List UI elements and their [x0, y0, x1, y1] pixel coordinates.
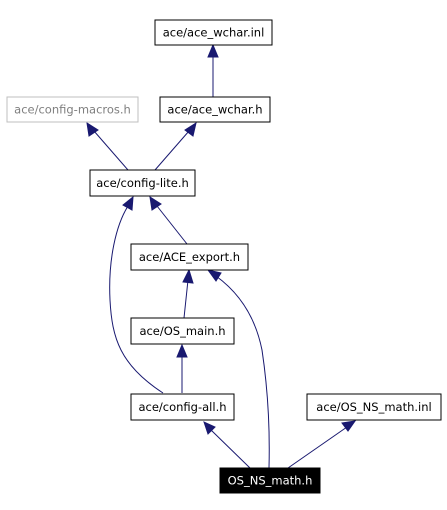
edge-wchar-h-to-wchar-inl: [207, 43, 219, 97]
node-config-macros[interactable]: ace/config-macros.h: [6, 96, 139, 123]
edge-export-to-config-lite: [149, 195, 188, 245]
node-os-main[interactable]: ace/OS_main.h: [130, 317, 235, 345]
node-config-macros-label: ace/config-macros.h: [14, 103, 131, 117]
node-os-ns-math-h-label: OS_NS_math.h: [228, 474, 313, 488]
edge-math-h-to-math-inl: [287, 420, 357, 469]
node-ace-wchar-inl[interactable]: ace/ace_wchar.inl: [154, 19, 273, 46]
node-config-all[interactable]: ace/config-all.h: [130, 393, 235, 421]
edge-config-all-to-os-main: [176, 343, 188, 393]
node-ace-export-label: ace/ACE_export.h: [139, 250, 240, 264]
graph-edges: [86, 43, 357, 469]
node-ace-wchar-h-label: ace/ace_wchar.h: [167, 103, 262, 117]
node-os-ns-math-inl[interactable]: ace/OS_NS_math.inl: [306, 393, 442, 421]
edge-os-main-to-export: [182, 268, 194, 319]
node-ace-wchar-h[interactable]: ace/ace_wchar.h: [159, 96, 271, 123]
edge-math-h-to-config-all: [203, 421, 251, 469]
node-config-all-label: ace/config-all.h: [138, 400, 226, 414]
node-config-lite[interactable]: ace/config-lite.h: [89, 169, 196, 197]
node-config-lite-label: ace/config-lite.h: [96, 176, 189, 190]
edge-config-lite-to-config-macros: [86, 121, 129, 171]
node-os-ns-math-h[interactable]: OS_NS_math.h: [219, 467, 321, 494]
edge-config-all-to-config-lite: [109, 195, 164, 394]
graph-nodes: ace/ace_wchar.inl ace/config-macros.h ac…: [6, 19, 442, 494]
edge-config-lite-to-wchar-h: [154, 121, 197, 171]
node-ace-wchar-inl-label: ace/ace_wchar.inl: [163, 26, 265, 40]
node-os-main-label: ace/OS_main.h: [139, 324, 225, 338]
node-ace-export[interactable]: ace/ACE_export.h: [130, 243, 249, 271]
edge-math-h-to-export: [206, 269, 270, 469]
node-os-ns-math-inl-label: ace/OS_NS_math.inl: [316, 400, 431, 414]
